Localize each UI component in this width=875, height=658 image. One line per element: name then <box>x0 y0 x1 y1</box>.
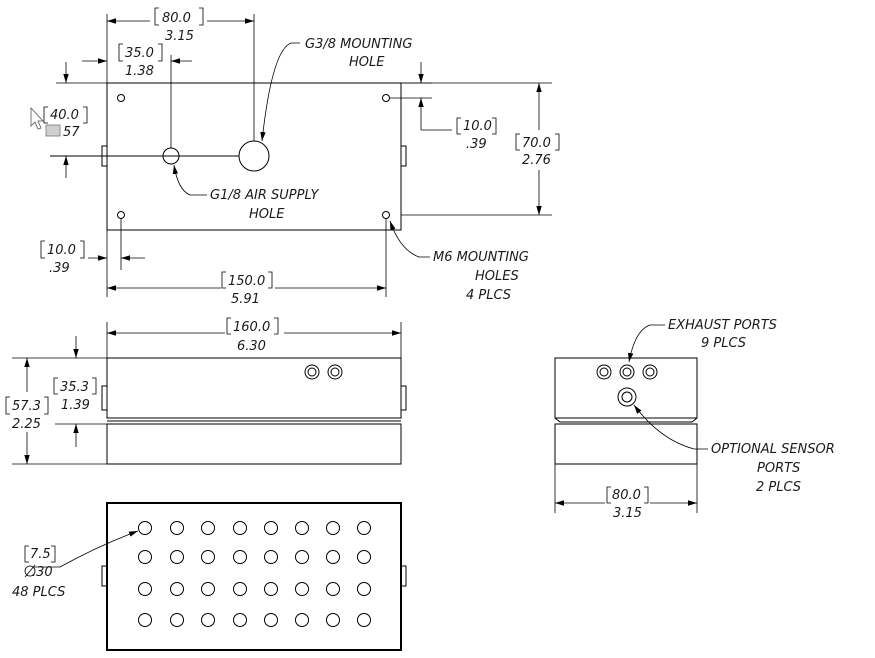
sensor-label-line3: 2 PLCS <box>756 480 801 495</box>
dim-57-inch: 2.25 <box>12 417 41 432</box>
bottom-hole <box>201 582 215 596</box>
bottom-hole <box>138 550 152 564</box>
side-view-upper-body <box>554 357 698 419</box>
dim-35-3-metric: 35.3 <box>60 380 89 395</box>
bottom-hole <box>357 550 371 564</box>
bottom-hole <box>295 521 309 535</box>
small-box-icon <box>45 124 61 137</box>
dim-70-metric: 70.0 <box>522 136 551 151</box>
dim-10-right-inch: .39 <box>466 137 487 152</box>
m6-hole-bottom-left <box>117 211 125 219</box>
exhaust-label-line2: 9 PLCS <box>701 336 746 351</box>
dim-150-metric: 150.0 <box>228 274 265 289</box>
bottom-hole <box>326 550 340 564</box>
sensor-port <box>617 387 637 407</box>
dim-40-metric: 40.0 <box>50 108 79 123</box>
dim-35-metric: 35.0 <box>125 46 154 61</box>
side-view-lower-body <box>554 423 698 465</box>
exhaust-label-line1: EXHAUST PORTS <box>668 318 777 333</box>
dim-160-inch: 6.30 <box>237 339 266 354</box>
bottom-hole <box>233 521 247 535</box>
bottom-hole <box>138 582 152 596</box>
bottom-hole <box>170 550 184 564</box>
bottom-hole <box>170 521 184 535</box>
bottom-hole <box>233 550 247 564</box>
dim-10-left-metric: 10.0 <box>47 243 76 258</box>
bottom-hole <box>233 582 247 596</box>
m6-label-line1: M6 MOUNTING <box>433 250 529 265</box>
bottom-hole <box>357 521 371 535</box>
bottom-hole-grid <box>138 521 371 627</box>
bottom-hole <box>295 613 309 627</box>
dim-35-3-inch: 1.39 <box>61 398 90 413</box>
dim-80-metric: 80.0 <box>162 11 191 26</box>
dim-80-side-inch: 3.15 <box>613 506 642 521</box>
bottom-hole <box>138 521 152 535</box>
bottom-hole <box>264 521 278 535</box>
diameter-symbol-icon <box>24 565 36 577</box>
exhaust-port-3 <box>642 364 658 380</box>
bottom-hole <box>295 582 309 596</box>
dim-40-inch: 57 <box>63 125 80 140</box>
bottom-hole <box>138 613 152 627</box>
front-port-1 <box>304 364 320 380</box>
dim-70-inch: 2.76 <box>522 153 551 168</box>
dim-10-left-inch: .39 <box>49 261 70 276</box>
bottom-hole <box>170 582 184 596</box>
sensor-label-line2: PORTS <box>757 461 800 476</box>
bottom-hole <box>264 550 278 564</box>
dim-80-side-metric: 80.0 <box>612 488 641 503</box>
g18-label-line1: G1/8 AIR SUPPLY <box>210 188 319 203</box>
front-port-2 <box>327 364 343 380</box>
g18-label-line2: HOLE <box>249 207 285 222</box>
bottom-hole <box>326 582 340 596</box>
m6-hole-top-left <box>117 94 125 102</box>
dim-80-inch: 3.15 <box>165 29 194 44</box>
g38-label-line2: HOLE <box>349 55 385 70</box>
hole-count: 48 PLCS <box>12 585 65 600</box>
bottom-hole <box>201 613 215 627</box>
hole-dia-inch: .30 <box>32 565 53 580</box>
dim-150-inch: 5.91 <box>231 292 260 307</box>
m6-hole-top-right <box>382 94 390 102</box>
top-view-right-tab <box>400 145 407 167</box>
top-view: 80.0 3.15 35.0 1.38 40.0 57 G3/8 MOUNTIN… <box>30 7 560 307</box>
hole-dia-metric: 7.5 <box>30 547 51 562</box>
bottom-view: 7.5 .30 48 PLCS <box>12 502 407 651</box>
bottom-hole <box>357 582 371 596</box>
front-view: 160.0 6.30 57.3 2.25 35.3 1.39 <box>5 317 407 465</box>
bottom-hole <box>201 550 215 564</box>
front-view-upper-body <box>106 357 402 419</box>
bottom-hole <box>295 550 309 564</box>
bottom-hole <box>326 521 340 535</box>
sensor-label-line1: OPTIONAL SENSOR <box>711 442 835 457</box>
m6-label-line3: 4 PLCS <box>466 288 511 303</box>
bottom-hole <box>326 613 340 627</box>
bottom-hole <box>264 613 278 627</box>
bottom-hole <box>233 613 247 627</box>
mouse-cursor-icon <box>30 106 44 130</box>
bottom-hole <box>201 521 215 535</box>
dim-35-inch: 1.38 <box>125 64 154 79</box>
front-view-lower-body <box>106 423 402 465</box>
dim-160-metric: 160.0 <box>233 320 270 335</box>
bottom-hole <box>170 613 184 627</box>
g38-label-line1: G3/8 MOUNTING <box>305 37 412 52</box>
exhaust-port-2 <box>619 364 635 380</box>
bottom-hole <box>264 582 278 596</box>
side-view: EXHAUST PORTS 9 PLCS OPTIONAL SENSOR POR… <box>554 318 835 521</box>
m6-label-line2: HOLES <box>475 269 519 284</box>
m6-hole-bottom-right <box>382 211 390 219</box>
dim-10-right-metric: 10.0 <box>463 119 492 134</box>
dim-57-metric: 57.3 <box>12 399 41 414</box>
g38-mounting-hole <box>238 140 270 172</box>
bottom-hole <box>357 613 371 627</box>
exhaust-port-1 <box>596 364 612 380</box>
